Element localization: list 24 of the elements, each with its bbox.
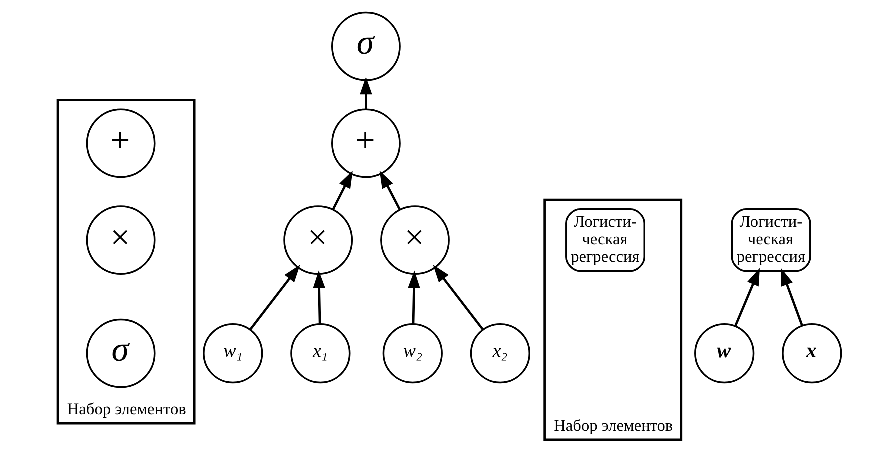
arrow [360, 77, 372, 110]
node-circle: w₁ [203, 323, 264, 384]
node-circle: x [782, 323, 842, 384]
arrow [313, 270, 326, 324]
arrow [380, 170, 402, 210]
arrow [781, 268, 804, 326]
node-circle: + [86, 108, 156, 178]
arrow [433, 264, 484, 331]
node-circle: × [284, 206, 354, 276]
node-circle: w [694, 323, 755, 384]
node-circle: + [332, 108, 401, 178]
node-box: Логисти- ческая регрессия [566, 208, 646, 272]
node-circle: × [380, 206, 450, 276]
arrow [734, 268, 760, 327]
node-circle: w₂ [382, 323, 443, 384]
node-circle: σ [332, 12, 401, 82]
node-circle: x₂ [470, 323, 530, 384]
node-box: Логисти- ческая регрессия [731, 208, 812, 272]
arrow [332, 170, 353, 210]
node-circle: × [86, 206, 156, 276]
arrow [249, 264, 300, 331]
node-circle: x₁ [290, 323, 351, 384]
arrow [408, 270, 420, 324]
node-circle: σ [86, 318, 156, 388]
